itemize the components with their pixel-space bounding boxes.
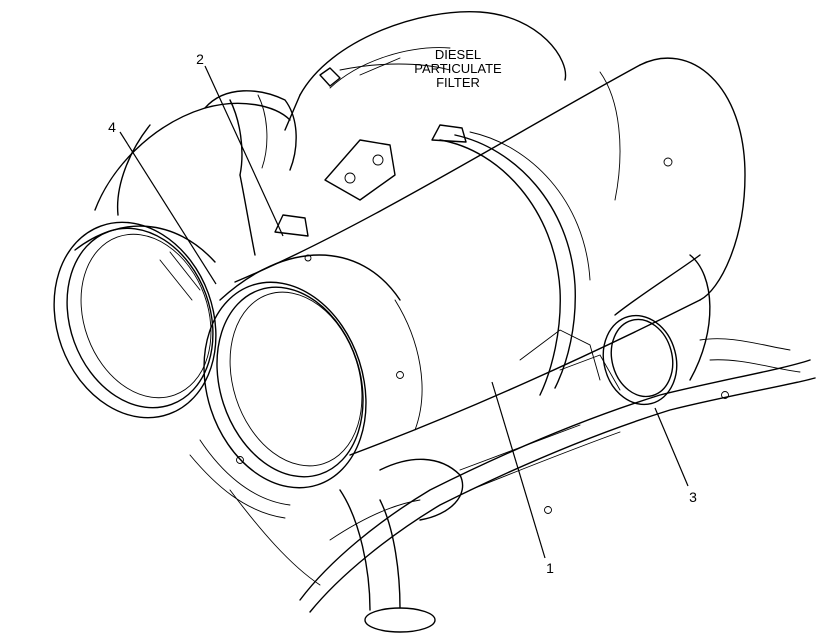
heading-line-2: PARTICULATE xyxy=(414,61,502,76)
inlet-elbow xyxy=(94,90,396,256)
leader-1 xyxy=(491,381,546,559)
leader-lines xyxy=(119,65,689,559)
leader-4 xyxy=(119,131,217,285)
heading-line-1: DIESEL xyxy=(435,47,481,62)
callout-3: 3 xyxy=(689,489,697,505)
engine-piping-harness xyxy=(189,329,816,633)
leader-2 xyxy=(204,65,284,237)
callout-4: 4 xyxy=(108,119,116,135)
callout-2: 2 xyxy=(196,51,204,67)
heading-line-3: FILTER xyxy=(436,75,480,90)
callout-1: 1 xyxy=(546,560,554,576)
outlet-flange-left xyxy=(53,221,217,419)
outlet-pipe-right xyxy=(602,254,711,406)
leader-3 xyxy=(654,407,689,487)
rear-canister xyxy=(284,10,567,131)
